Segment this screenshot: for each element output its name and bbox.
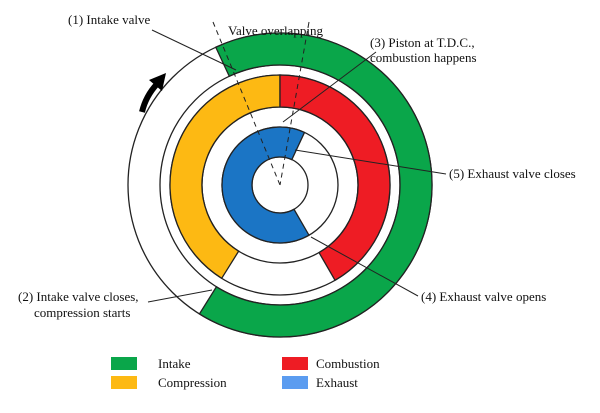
legend: Intake Compression Combustion Exhaust — [111, 356, 380, 390]
intake-valve-leader — [151, 29, 237, 71]
exhaust-closes-leader — [294, 149, 447, 175]
exhaust-segment — [221, 126, 310, 244]
legend-swatch-exhaust — [282, 376, 308, 389]
valve-overlapping-label: Valve overlapping — [228, 23, 323, 38]
combustion-segment — [279, 74, 391, 282]
overlap-boundary-line-left — [212, 21, 281, 186]
legend-label-intake: Intake — [158, 356, 191, 371]
intake-closes-leader — [147, 289, 213, 303]
intake-closes-label-line2: compression starts — [34, 305, 130, 320]
exhaust-opens-label: (4) Exhaust valve opens — [421, 289, 546, 304]
piston-tdc-label-line1: (3) Piston at T.D.C., — [370, 35, 475, 50]
legend-swatch-combustion — [282, 357, 308, 370]
piston-tdc-label-line2: combustion happens — [370, 50, 477, 65]
exhaust-closes-label: (5) Exhaust valve closes — [449, 166, 576, 181]
intake-valve-label: (1) Intake valve — [68, 12, 151, 27]
piston-tdc-leader — [282, 51, 377, 123]
legend-swatch-compression — [111, 376, 137, 389]
legend-swatch-intake — [111, 357, 137, 370]
compression-segment — [169, 74, 281, 280]
intake-segment — [198, 32, 433, 338]
overlap-boundary-line-right — [279, 21, 310, 186]
exhaust-opens-leader — [310, 236, 419, 297]
legend-label-exhaust: Exhaust — [316, 375, 358, 390]
legend-label-compression: Compression — [158, 375, 227, 390]
legend-label-combustion: Combustion — [316, 356, 380, 371]
clockwise-arrow-head-icon — [149, 73, 166, 91]
intake-closes-label-line1: (2) Intake valve closes, — [18, 289, 139, 304]
